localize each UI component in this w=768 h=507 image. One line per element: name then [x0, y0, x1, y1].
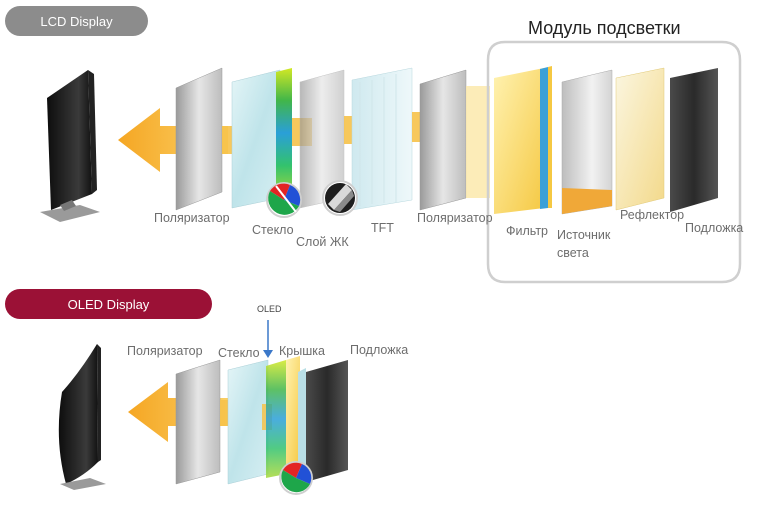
backlight-module-frame: [486, 40, 742, 284]
label-lcd-substrate: Подложка: [685, 221, 744, 235]
oled-emitter-layer: [266, 360, 286, 478]
oled-display-title: OLED Display: [5, 289, 212, 319]
oled-rgb-pixel-icon: [279, 461, 313, 495]
lcd-polarizer-back-layer: [419, 69, 467, 211]
backlight-module-title: Модуль подсветки: [528, 18, 681, 38]
oled-tv-icon: [58, 344, 106, 490]
oled-cover-layer: [298, 368, 306, 480]
label-oled-marker: OLED: [257, 304, 282, 314]
rgb-pixel-icon: [266, 182, 302, 218]
label-lcd-reflector: Рефлектор: [620, 208, 685, 222]
lcd-light-segment: [466, 86, 490, 198]
label-lcd-polarizer-back: Поляризатор: [417, 211, 493, 225]
lcd-color-strip: [276, 68, 292, 198]
label-lcd-lc-layer: Слой ЖК: [296, 235, 349, 249]
label-lcd-light-source: Источник света: [557, 228, 611, 260]
oled-polarizer-layer: [175, 359, 221, 485]
lcd-light-source-strip: [562, 188, 612, 214]
label-oled-polarizer: Поляризатор: [127, 344, 203, 358]
lc-layer-icon: [322, 180, 358, 216]
lcd-display-title: LCD Display: [5, 6, 148, 36]
label-lcd-filter: Фильтр: [506, 224, 548, 238]
label-oled-substrate: Подложка: [350, 343, 409, 357]
lcd-filter-layer: [494, 68, 544, 214]
lcd-tft-layer: [351, 67, 413, 211]
oled-substrate-layer: [306, 360, 348, 482]
label-lcd-polarizer-front: Поляризатор: [154, 211, 230, 225]
oled-emitter-color: [286, 356, 300, 474]
lcd-tv-icon: [40, 70, 100, 222]
label-lcd-glass: Стекло: [252, 223, 294, 237]
label-oled-cover: Крышка: [279, 344, 325, 358]
label-lcd-tft: TFT: [371, 221, 394, 235]
lcd-reflector-layer: [615, 67, 665, 211]
lcd-light-arrow: [118, 108, 228, 172]
lcd-substrate-layer: [670, 68, 718, 212]
label-oled-glass: Стекло: [218, 346, 260, 360]
lcd-polarizer-front-layer: [175, 67, 223, 211]
lcd-filter-edge: [540, 67, 548, 209]
